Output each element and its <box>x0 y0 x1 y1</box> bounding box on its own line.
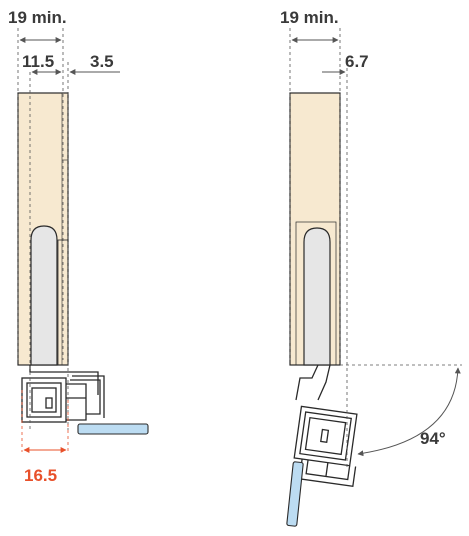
left-hinge-assembly <box>17 28 149 453</box>
left-label-11-5: 11.5 <box>22 52 55 71</box>
right-glass-door <box>286 461 304 527</box>
right-angle-arc <box>357 367 461 457</box>
left-hinge-arm <box>30 225 58 366</box>
right-hinge-arm <box>303 227 331 366</box>
left-label-19-min: 19 min. <box>8 8 67 27</box>
right-label-19-min: 19 min. <box>280 8 339 27</box>
right-label-94-degrees: 94° <box>420 429 446 448</box>
right-hinge-cup <box>293 364 358 488</box>
left-label-16-5: 16.5 <box>24 466 58 485</box>
left-glass-door <box>77 423 149 435</box>
left-hinge-cup <box>21 365 105 423</box>
left-label-3-5: 3.5 <box>90 52 114 71</box>
right-hinge-assembly <box>286 28 462 527</box>
right-label-6-7: 6.7 <box>345 52 369 71</box>
